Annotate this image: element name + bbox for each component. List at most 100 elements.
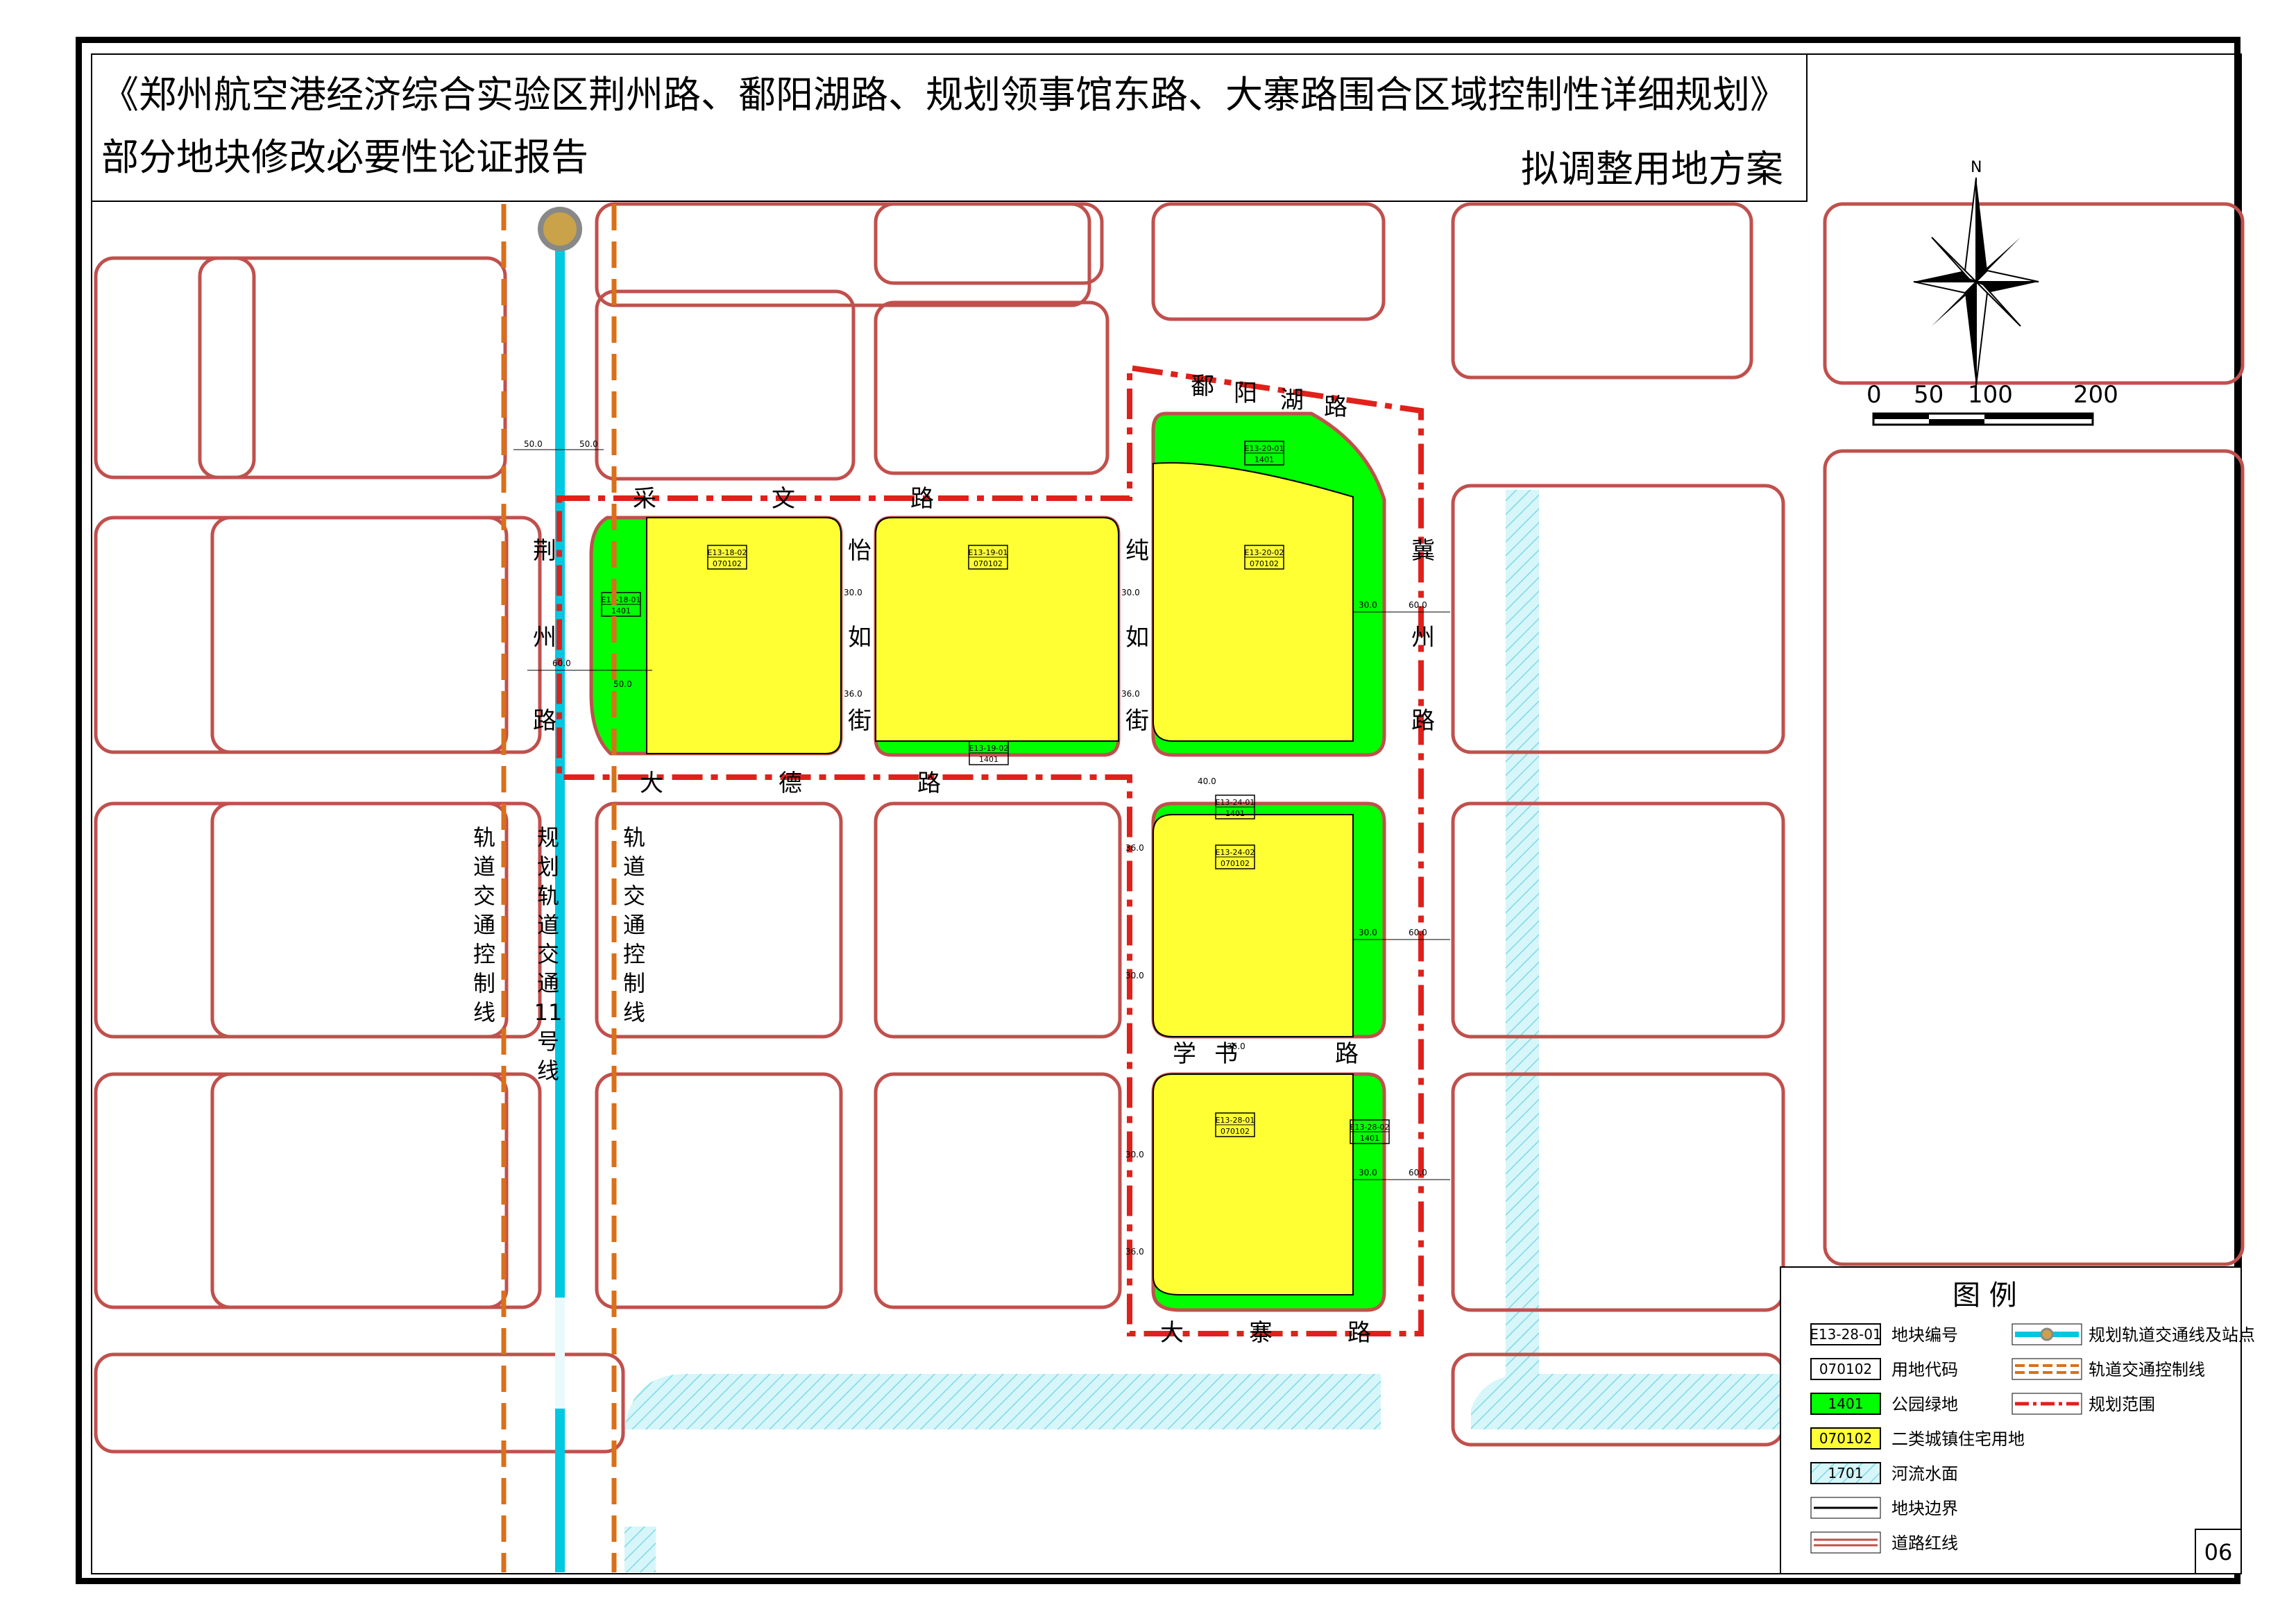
parcel-code: 1401 — [1225, 809, 1245, 818]
title-subtitle: 拟调整用地方案 — [1521, 147, 1783, 191]
road-chunru-3: 街 — [1125, 707, 1149, 735]
dim-50-green: 50.0 — [613, 679, 632, 689]
label-control-left: 轨道交通控制线 — [473, 824, 495, 1026]
road-block-17 — [210, 1072, 509, 1309]
road-chunru-2: 如 — [1125, 624, 1149, 652]
parcel-code: 1401 — [1255, 455, 1274, 464]
vl-metro-char-4: 交 — [537, 941, 559, 967]
parcel-e13-19-01 — [875, 517, 1119, 742]
legend-title: 图 例 — [1953, 1280, 2017, 1311]
planning-boundary — [556, 364, 1424, 1336]
legend-label-code: 用地代码 — [1891, 1360, 1958, 1379]
road-block-15 — [1451, 801, 1785, 1039]
dim-30-jizhou-1: 30.0 — [1359, 600, 1377, 610]
dim-50-left: 50.0 — [524, 439, 543, 449]
legend-swatch-id: E13-28-01 — [1810, 1326, 1881, 1343]
water-bodies — [624, 490, 1783, 1572]
road-yiru-3: 街 — [848, 707, 871, 735]
road-block-2 — [595, 202, 1091, 307]
road-jingzhou-2: 州 — [533, 624, 556, 652]
dim-36-chunru: 36.0 — [1121, 689, 1140, 699]
parcel-id: E13-24-01 — [1216, 798, 1255, 807]
parcel-id: E13-19-02 — [969, 744, 1009, 753]
frame-outer-line — [76, 37, 2240, 1584]
parcel-id: E13-20-01 — [1245, 444, 1284, 453]
road-caiwen-1: 采 — [633, 485, 656, 513]
north-arrow-icon: N — [1913, 159, 2039, 386]
legend-label-water: 河流水面 — [1891, 1464, 1958, 1484]
dim-30-yiru: 30.0 — [844, 588, 862, 597]
road-poyanghu-4: 路 — [1324, 393, 1347, 421]
road-red-lines — [94, 202, 2245, 1454]
vl-right-char-6: 线 — [623, 999, 645, 1026]
parcel-tag-e13-19-01: E13-19-01 070102 — [968, 545, 1008, 570]
road-block-13 — [595, 801, 843, 1039]
road-jingzhou-1: 荆 — [533, 537, 556, 565]
road-caiwen-3: 路 — [910, 485, 934, 513]
road-block-5 — [874, 300, 1109, 475]
parcel-id: E13-24-02 — [1216, 848, 1255, 857]
scale-0: 0 — [1866, 381, 1882, 409]
page-number: 06 — [2204, 1539, 2233, 1565]
road-jingzhou-3: 路 — [533, 707, 556, 735]
parcel-tag-e13-20-01: E13-20-01 1401 — [1244, 441, 1284, 466]
road-block-7 — [1451, 202, 1753, 380]
vl-right-char-3: 通 — [623, 912, 645, 938]
road-block-0 — [94, 256, 256, 479]
legend: 图 例 E13-28-01 地块编号 070102 用地代码 1401 公园绿地… — [1780, 1266, 2255, 1574]
vl-metro-char-5: 通 — [537, 970, 559, 996]
legend-swatch-residential: 070102 — [1819, 1430, 1872, 1447]
parcel-e13-18-02 — [646, 517, 842, 754]
legend-label-id: 地块编号 — [1891, 1325, 1958, 1345]
vl-left-char-5: 制 — [473, 970, 495, 996]
road-block-6 — [1151, 202, 1386, 321]
title-line2: 部分地块修改必要性论证报告 — [101, 135, 588, 179]
legend-label-metro: 规划轨道交通线及站点 — [2089, 1325, 2255, 1345]
road-xueshu-1: 学 — [1173, 1040, 1196, 1068]
road-block-12 — [210, 801, 509, 1039]
vl-metro-char-8: 线 — [537, 1057, 559, 1084]
vl-left-char-0: 轨 — [473, 824, 495, 851]
dim-36-b28b: 36.0 — [1125, 1247, 1144, 1257]
road-block-18 — [595, 1072, 843, 1309]
parcel-id: E13-19-01 — [969, 548, 1008, 557]
road-poyanghu-2: 阳 — [1234, 380, 1257, 407]
label-control-right: 轨道交通控制线 — [623, 824, 645, 1026]
dim-60-jingzhou: 60.0 — [552, 658, 571, 668]
parcel-id: E13-18-02 — [708, 548, 747, 557]
vl-right-char-1: 道 — [623, 853, 645, 880]
dim-30-b24b: 30.0 — [1125, 971, 1144, 980]
road-block-23 — [1823, 202, 2245, 385]
road-block-1 — [198, 256, 507, 479]
road-dazhai-3: 路 — [1347, 1319, 1371, 1347]
dim-50-right: 50.0 — [579, 439, 598, 449]
road-block-14 — [874, 801, 1122, 1039]
parcel-e13-24-02 — [1153, 814, 1354, 1037]
legend-label-green: 公园绿地 — [1891, 1395, 1958, 1414]
vl-right-char-0: 轨 — [623, 824, 645, 851]
road-block-3 — [595, 289, 856, 481]
legend-label-boundary: 地块边界 — [1891, 1499, 1958, 1518]
road-block-4 — [874, 202, 1104, 285]
parcel-code: 070102 — [973, 559, 1003, 568]
legend-swatch-water: 1701 — [1828, 1465, 1864, 1481]
dim-36-xueshu: 36.0 — [1227, 1042, 1245, 1051]
legend-swatch-green: 1401 — [1828, 1395, 1864, 1412]
road-caiwen-2: 文 — [772, 485, 795, 513]
title-box — [91, 53, 1808, 202]
road-dade-3: 路 — [917, 770, 941, 797]
parcel-e13-20-02 — [1153, 462, 1354, 742]
road-block-16 — [94, 1072, 542, 1309]
road-dade-2: 德 — [779, 770, 802, 797]
vl-metro-char-3: 道 — [537, 912, 559, 938]
dim-30-chunru: 30.0 — [1121, 588, 1140, 597]
rail-control-lines — [501, 204, 617, 1572]
scale-100: 100 — [1968, 381, 2013, 409]
scale-bar: 0 50 100 200 — [1866, 381, 2118, 426]
